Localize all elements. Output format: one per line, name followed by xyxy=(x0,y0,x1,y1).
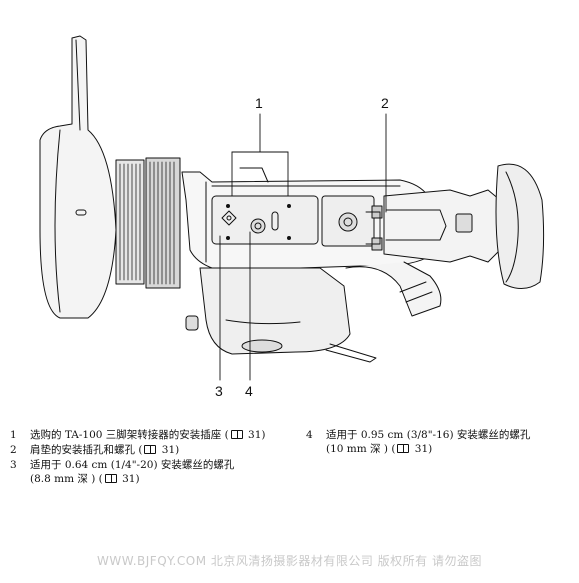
caption-number: 1 xyxy=(10,429,17,441)
caption-number: 4 xyxy=(306,429,313,441)
caption-text: 肩垫的安装插孔和螺孔 ( xyxy=(30,444,143,456)
screw-hole-quarter xyxy=(250,218,266,234)
watermark-text: WWW.BJFQY.COM 北京风清扬摄影器材有限公司 版权所有 请勿盗图 xyxy=(97,554,482,568)
caption-continuation: (8.8 mm 深 ) ( xyxy=(30,473,103,485)
caption-number: 2 xyxy=(10,444,17,456)
caption-page: 31) xyxy=(118,473,140,485)
book-icon xyxy=(104,474,117,483)
book-icon xyxy=(144,445,157,454)
caption-item-3: 3 适用于 0.64 cm (1/4"-20) 安装螺丝的螺孔 (8.8 mm 深… xyxy=(10,458,234,486)
caption-continuation: (10 mm 深 ) ( xyxy=(326,443,396,455)
caption-item-4: 4 适用于 0.95 cm (3/8"-16) 安装螺丝的螺孔 (10 mm 深 … xyxy=(306,428,530,456)
caption-text: 适用于 0.64 cm (1/4"-20) 安装螺丝的螺孔 xyxy=(30,459,235,471)
caption-item-2: 2 肩垫的安装插孔和螺孔 ( 31) xyxy=(10,443,179,457)
lens-hood xyxy=(39,35,117,319)
caption-page: 31) xyxy=(158,444,180,456)
eyecup xyxy=(495,163,545,289)
strap-loop xyxy=(345,261,442,317)
book-icon xyxy=(397,444,410,453)
viewfinder xyxy=(383,189,501,263)
callout-1: 1 xyxy=(255,95,263,111)
callout-2: 2 xyxy=(381,95,389,111)
caption-page: 31) xyxy=(244,429,266,441)
hand-grip xyxy=(199,267,351,355)
lens-ring-1 xyxy=(115,159,145,285)
caption-text: 适用于 0.95 cm (3/8"-16) 安装螺丝的螺孔 xyxy=(326,429,531,441)
caption-page: 31) xyxy=(411,443,433,455)
callout-4: 4 xyxy=(245,383,253,399)
caption-text: 选购的 TA-100 三脚架转接器的安装插座 ( xyxy=(30,429,229,441)
tripod-socket-diamond xyxy=(221,210,237,226)
lens-ring-2 xyxy=(145,157,181,289)
camcorder-bottom-illustration xyxy=(39,35,545,381)
callout-3: 3 xyxy=(215,383,223,399)
caption-item-1: 1 选购的 TA-100 三脚架转接器的安装插座 ( 31) xyxy=(10,428,266,442)
book-icon xyxy=(230,430,243,439)
bottom-plate xyxy=(211,195,319,245)
hood-latch xyxy=(75,209,87,216)
screw-hole-3-8 xyxy=(338,212,358,232)
caption-number: 3 xyxy=(10,459,17,471)
